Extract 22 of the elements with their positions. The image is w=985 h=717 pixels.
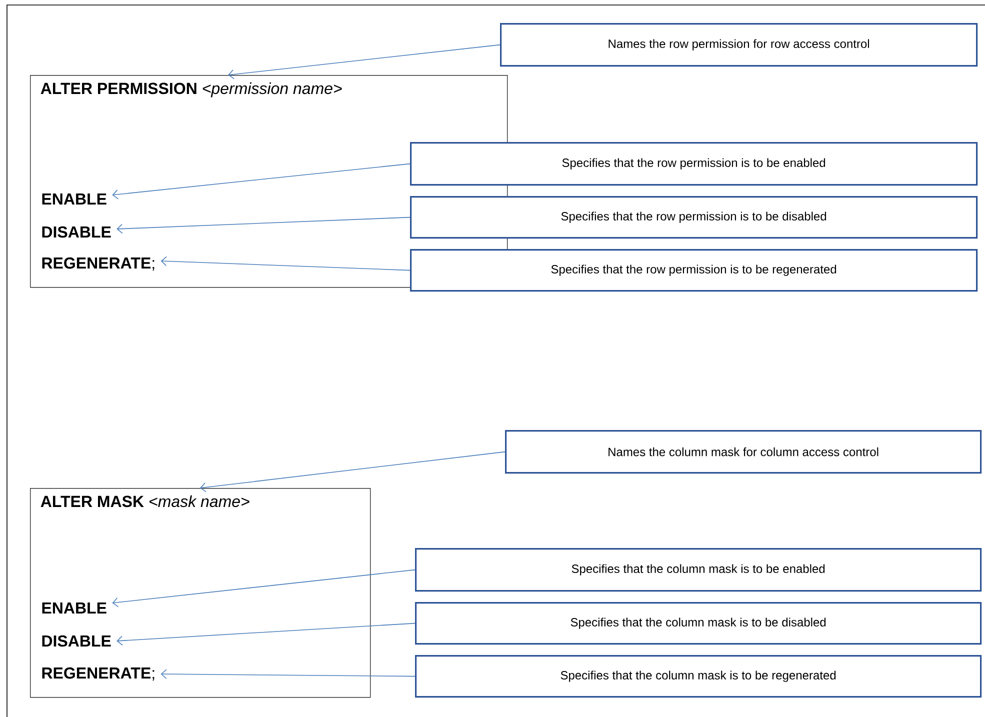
arrow <box>160 669 416 679</box>
arrow <box>116 622 416 646</box>
arrow <box>160 256 410 271</box>
arrow <box>228 44 500 80</box>
callout-box: Specifies that the column mask is to be enabled <box>415 548 982 592</box>
callout-box: Specifies that the row permission is to be disabled <box>410 196 978 239</box>
arrow <box>112 569 416 608</box>
arrow <box>112 163 410 200</box>
keyword: DISABLE <box>42 226 111 238</box>
keyword: REGENERATE; <box>42 257 154 271</box>
callout-box: Specifies that the row permission is to be enabled <box>410 142 978 186</box>
callout-box: Names the row permission for row access control <box>500 23 978 67</box>
callout-box: Specifies that the row permission is to be regenerated <box>410 249 978 292</box>
arrow <box>200 451 506 492</box>
keyword: DISABLE <box>42 635 111 647</box>
callout-box: Specifies that the column mask is to be regenerated <box>415 655 982 698</box>
keyword: ENABLE <box>42 194 106 204</box>
keyword: REGENERATE; <box>42 667 154 681</box>
arrow <box>116 216 410 234</box>
callout-box: Names the column mask for column access control <box>505 430 982 474</box>
keyword: ENABLE <box>42 602 106 614</box>
callout-box: Specifies that the column mask is to be disabled <box>415 602 982 645</box>
